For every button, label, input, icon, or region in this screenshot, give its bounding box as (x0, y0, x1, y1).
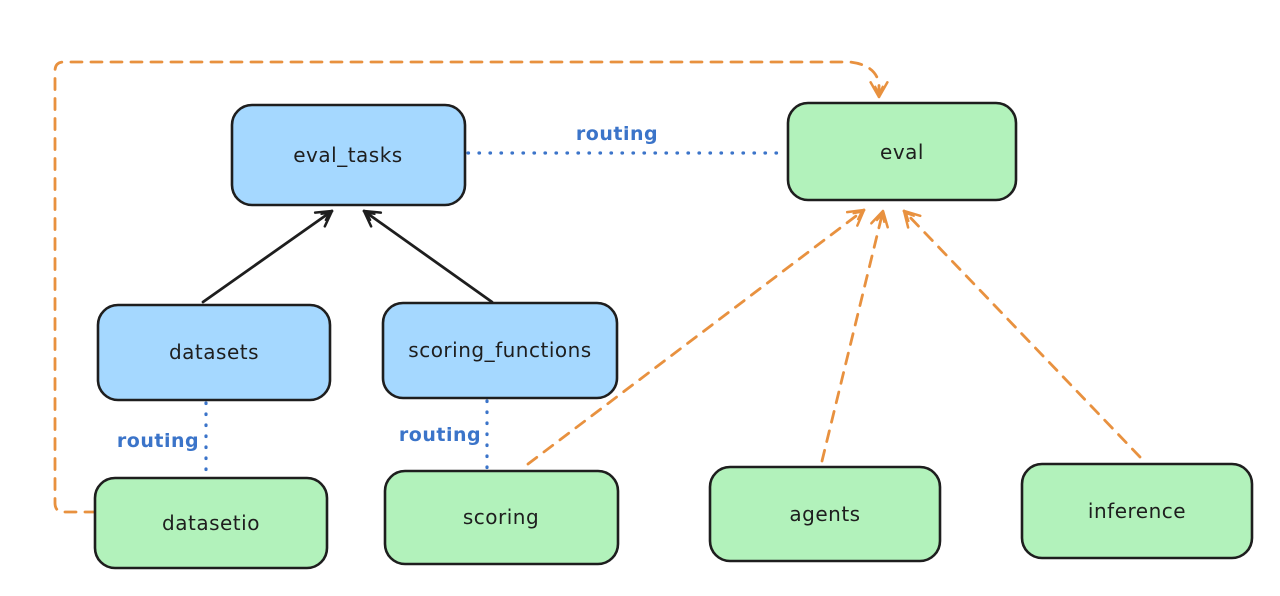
node-scoring-label: scoring (463, 505, 539, 529)
edge-datasets-to-eval-tasks (201, 209, 334, 304)
node-inference-box (1020, 462, 1254, 560)
edges-group (53, 60, 1142, 514)
edge-datasetio-to-eval (53, 60, 889, 514)
edge-labels-group: routing routing routing (117, 123, 658, 452)
node-datasets-box (96, 303, 332, 402)
routing-label-eval-tasks-eval: routing (576, 123, 658, 145)
node-scoring-functions-box (381, 301, 619, 400)
node-scoring-functions: scoring_functions (381, 301, 619, 400)
node-agents-box (708, 465, 942, 563)
routing-label-datasets-datasetio: routing (117, 430, 199, 452)
node-eval-tasks: eval_tasks (230, 103, 467, 207)
node-agents-label: agents (789, 502, 860, 526)
node-eval-tasks-label: eval_tasks (293, 143, 402, 167)
node-datasetio: datasetio (93, 476, 329, 570)
node-scoring-box (383, 469, 620, 566)
node-eval-box (786, 101, 1018, 202)
node-datasetio-box (93, 476, 329, 570)
nodes-group: eval_tasks eval datasets scoring_functio… (93, 101, 1254, 570)
node-inference: inference (1020, 462, 1254, 560)
node-datasets-label: datasets (169, 340, 259, 364)
edge-scoring-to-eval (526, 208, 866, 466)
node-eval: eval (786, 101, 1018, 202)
node-inference-label: inference (1088, 499, 1186, 523)
node-eval-tasks-box (230, 103, 467, 207)
routing-label-scoring-functions-scoring: routing (399, 424, 481, 446)
node-scoring-functions-label: scoring_functions (408, 338, 591, 362)
edge-agents-to-eval (820, 209, 889, 463)
edge-inference-to-eval (902, 209, 1142, 459)
node-eval-label: eval (880, 140, 924, 164)
node-datasetio-label: datasetio (162, 511, 260, 535)
node-scoring: scoring (383, 469, 620, 566)
edge-scoring-functions-to-eval-tasks (362, 209, 494, 304)
node-agents: agents (708, 465, 942, 563)
node-datasets: datasets (96, 303, 332, 402)
